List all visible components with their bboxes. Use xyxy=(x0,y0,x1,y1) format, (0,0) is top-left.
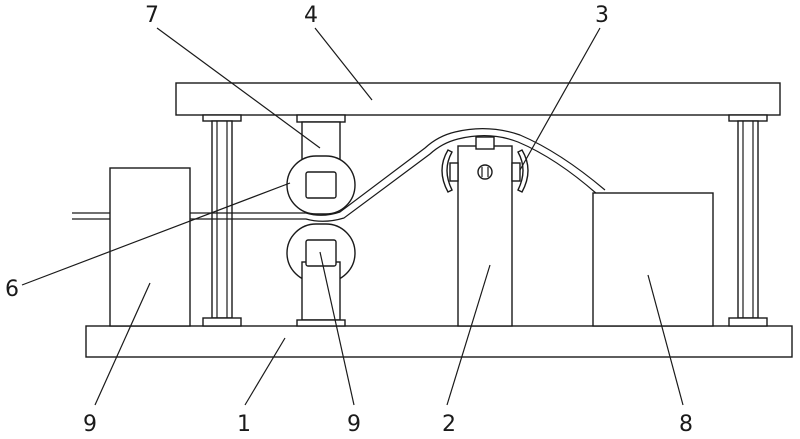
leader-top-plate xyxy=(314,27,373,101)
top-plate xyxy=(175,82,781,116)
upper-roller xyxy=(286,114,356,215)
label-top-plate: 4 xyxy=(304,3,318,28)
label-left-box: 9 xyxy=(83,412,97,437)
label-guide-roller: 3 xyxy=(595,3,609,28)
right-box xyxy=(592,192,714,327)
left-column xyxy=(202,114,242,327)
leader-center-support xyxy=(446,264,491,406)
label-feed-arm: 6 xyxy=(5,277,19,302)
label-right-box: 8 xyxy=(679,412,693,437)
label-base: 1 xyxy=(237,412,251,437)
label-center-support: 2 xyxy=(442,412,456,437)
leader-upper-roller xyxy=(156,27,321,149)
leader-base xyxy=(244,337,286,406)
leader-right-box xyxy=(647,274,684,406)
leader-lower-roller xyxy=(319,251,355,406)
incoming-strip xyxy=(72,212,110,220)
leader-left-box xyxy=(94,282,151,406)
label-lower-roller: 9 xyxy=(347,412,361,437)
lower-roller xyxy=(286,223,356,327)
leader-guide-roller xyxy=(519,27,601,171)
label-upper-roller: 7 xyxy=(145,3,159,28)
strip-path xyxy=(190,128,606,222)
base-plate xyxy=(85,325,793,358)
right-column xyxy=(728,114,768,327)
leader-feed-arm xyxy=(21,182,291,286)
left-box xyxy=(109,167,191,327)
